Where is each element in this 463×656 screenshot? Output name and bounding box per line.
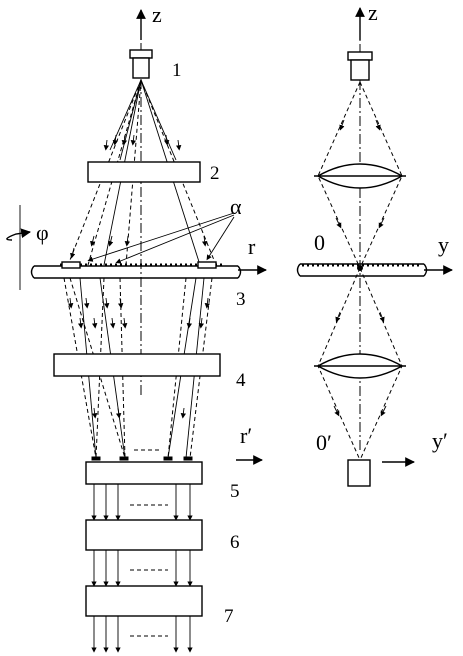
optical-element-2	[87, 161, 201, 183]
label-angle-alpha: α	[230, 194, 242, 219]
right-scheme: z	[296, 0, 453, 487]
z-axis-label-right: z	[368, 0, 378, 25]
label-component-3: 3	[236, 289, 246, 310]
label-component-2: 2	[210, 163, 220, 184]
label-axis-r: r	[248, 234, 256, 259]
detector-right	[347, 459, 371, 487]
rotation-phi-indicator	[6, 205, 31, 290]
label-component-6: 6	[230, 532, 240, 553]
optical-element-4	[53, 353, 221, 377]
label-axis-y-prime: y′	[432, 428, 448, 453]
z-axis-label-left: z	[152, 2, 162, 27]
output-arrows-7	[91, 616, 193, 653]
label-axis-r-prime: r′	[240, 423, 252, 448]
label-component-5: 5	[230, 481, 240, 502]
label-angle-phi: φ	[36, 220, 49, 245]
light-source-right	[347, 51, 373, 81]
label-origin-0: 0	[314, 230, 325, 255]
disk-cross-section-right	[296, 263, 453, 277]
signal-arrows-5-6	[91, 484, 193, 521]
block-5	[85, 461, 203, 485]
label-component-7: 7	[224, 606, 234, 627]
block-6	[85, 519, 203, 551]
rotating-disk-3	[30, 261, 267, 279]
block-7	[85, 585, 203, 617]
signal-arrows-6-7	[91, 550, 193, 587]
light-source-1	[129, 49, 153, 79]
label-component-4: 4	[236, 370, 246, 391]
alpha-leader-lines	[87, 212, 235, 264]
detector-marks	[91, 449, 193, 461]
label-component-1: 1	[172, 60, 182, 81]
left-scheme: z 1	[6, 2, 267, 653]
label-origin-0-prime: 0′	[316, 430, 332, 455]
label-axis-y: y	[438, 232, 449, 257]
